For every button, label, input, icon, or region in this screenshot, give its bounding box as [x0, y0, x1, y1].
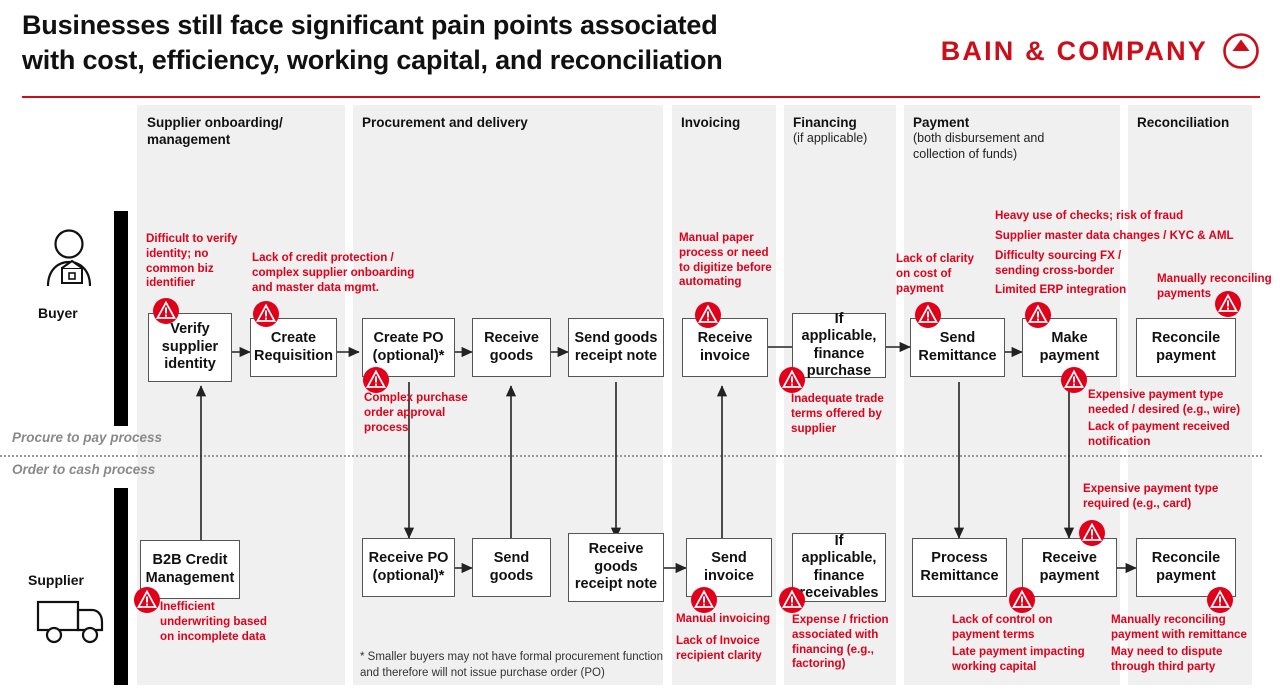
- node-create-requisition[interactable]: Create Requisition: [250, 318, 337, 377]
- lane-bar-supplier: [114, 488, 128, 685]
- pain-point-late-payment: Late payment impacting working capital: [952, 645, 1085, 673]
- warning-icon-expensive-card: [1078, 519, 1106, 547]
- pain-point-dispute-third-party: May need to dispute through third party: [1111, 645, 1223, 673]
- bain-logo-text: BAIN & COMPANY: [940, 35, 1208, 66]
- node-verify-supplier-identity[interactable]: Verify supplier identity: [148, 313, 232, 382]
- pain-point-manual-reconcile-buyer: Manually reconciling payments: [1157, 272, 1272, 300]
- node-process-remittance[interactable]: Process Remittance: [912, 538, 1007, 597]
- node-receive-po[interactable]: Receive PO (optional)*: [362, 538, 455, 597]
- pain-point-manual-invoicing: Manual invoicing: [676, 612, 771, 625]
- node-reconcile-payment-supplier[interactable]: Reconcile payment: [1136, 538, 1236, 597]
- warning-icon-manual-invoicing: [690, 586, 718, 614]
- node-send-goods-receipt-note[interactable]: Send goods receipt note: [568, 318, 664, 377]
- node-finance-receivables[interactable]: If applicable, finance receivables: [792, 533, 886, 602]
- pain-point-expensive-card: Expensive payment type required (e.g., c…: [1083, 482, 1219, 510]
- node-send-remittance[interactable]: Send Remittance: [910, 318, 1005, 377]
- warning-icon-cost-clarity: [914, 301, 942, 329]
- person-wallet-icon: [40, 228, 100, 295]
- band-header-payment: Payment (both disbursement and collectio…: [913, 114, 1125, 163]
- process-label-procure-to-pay: Procure to pay process: [12, 430, 163, 445]
- band-header-payment-sub: (both disbursement and collection of fun…: [913, 131, 1045, 161]
- lane-bar-buyer: [114, 211, 128, 426]
- page-title-line1: Businesses still face significant pain p…: [22, 10, 718, 40]
- warning-icon-manual-reconcile-buyer: [1214, 290, 1242, 318]
- warning-icon-payment-terms: [1008, 586, 1036, 614]
- pain-point-credit-protection: Lack of credit protection / complex supp…: [252, 251, 415, 294]
- node-receive-goods-receipt-note[interactable]: Receive goods receipt note: [568, 533, 664, 602]
- pain-point-manual-reconcile-supplier: Manually reconciling payment with remitt…: [1111, 613, 1247, 641]
- pain-point-cost-clarity: Lack of clarity on cost of payment: [896, 252, 974, 295]
- band-header-invoicing: Invoicing: [681, 115, 741, 130]
- pain-point-verify-identity: Difficult to verify identity; no common …: [146, 232, 238, 290]
- band-header-financing-label: Financing: [793, 115, 857, 130]
- node-send-goods[interactable]: Send goods: [472, 538, 551, 597]
- node-reconcile-payment-buyer[interactable]: Reconcile payment: [1136, 318, 1236, 377]
- node-receive-invoice[interactable]: Receive invoice: [682, 318, 768, 377]
- pain-point-trade-terms: Inadequate trade terms offered by suppli…: [791, 392, 884, 435]
- node-receive-payment[interactable]: Receive payment: [1022, 538, 1117, 597]
- band-header-procurement-delivery: Procurement and delivery: [362, 115, 528, 130]
- warning-icon-credit-protection: [252, 300, 280, 328]
- process-label-order-to-cash: Order to cash process: [12, 462, 156, 477]
- lane-label-buyer: Buyer: [38, 305, 78, 321]
- pain-point-no-notification: Lack of payment received notification: [1088, 420, 1230, 448]
- node-create-po[interactable]: Create PO (optional)*: [362, 318, 455, 377]
- pain-point-checks-fraud: Heavy use of checks; risk of fraud: [995, 209, 1184, 222]
- band-header-financing: Financing (if applicable): [793, 114, 901, 147]
- pain-point-master-data-kyc: Supplier master data changes / KYC & AML: [995, 229, 1234, 242]
- bain-circle-arrow-icon: [1222, 32, 1260, 70]
- process-divider-line: [0, 455, 1262, 457]
- truck-icon: [34, 596, 108, 653]
- pain-point-payment-terms: Lack of control on payment terms: [952, 613, 1053, 641]
- warning-icon-trade-terms: [778, 366, 806, 394]
- lane-label-supplier: Supplier: [28, 572, 85, 588]
- band-header-financing-sub: (if applicable): [793, 131, 868, 145]
- bain-logo: BAIN & COMPANY: [941, 32, 1260, 70]
- warning-icon-po-approval: [362, 366, 390, 394]
- po-footnote: * Smaller buyers may not have formal pro…: [360, 651, 663, 679]
- page-title-line2: with cost, efficiency, working capital, …: [22, 44, 723, 75]
- warning-icon-manual-paper: [694, 301, 722, 329]
- node-send-invoice[interactable]: Send invoice: [686, 538, 772, 597]
- band-header-supplier-onboarding: Supplier onboarding/ management: [147, 115, 283, 147]
- warning-icon-payment-methods: [1024, 301, 1052, 329]
- band-header-reconciliation: Reconciliation: [1137, 115, 1230, 130]
- warning-icon-underwriting: [133, 586, 161, 614]
- pain-point-manual-paper: Manual paper process or need to digitize…: [679, 231, 772, 289]
- header-rule: [22, 96, 1260, 98]
- warning-icon-verify-identity: [152, 297, 180, 325]
- pain-point-factoring: Expense / friction associated with finan…: [792, 613, 889, 671]
- node-receive-goods[interactable]: Receive goods: [472, 318, 551, 377]
- pain-point-invoice-recipient: Lack of Invoice recipient clarity: [676, 634, 762, 662]
- node-finance-purchase[interactable]: If applicable, finance purchase: [792, 311, 886, 379]
- warning-icon-manual-reconcile-supplier: [1206, 586, 1234, 614]
- warning-icon-expensive-wire: [1060, 366, 1088, 394]
- pain-point-expensive-wire: Expensive payment type needed / desired …: [1088, 388, 1241, 416]
- pain-point-erp-integration: Limited ERP integration: [995, 283, 1127, 296]
- pain-point-po-approval: Complex purchase order approval process: [364, 391, 468, 434]
- warning-icon-factoring: [778, 586, 806, 614]
- page-title: Businesses still face significant pain p…: [22, 8, 892, 77]
- band-header-payment-label: Payment: [913, 115, 970, 130]
- node-b2b-credit-management[interactable]: B2B Credit Management: [140, 540, 240, 599]
- pain-point-fx-cross-border: Difficulty sourcing FX / sending cross-b…: [995, 249, 1122, 277]
- pain-point-underwriting: Inefficient underwriting based on incomp…: [160, 600, 267, 643]
